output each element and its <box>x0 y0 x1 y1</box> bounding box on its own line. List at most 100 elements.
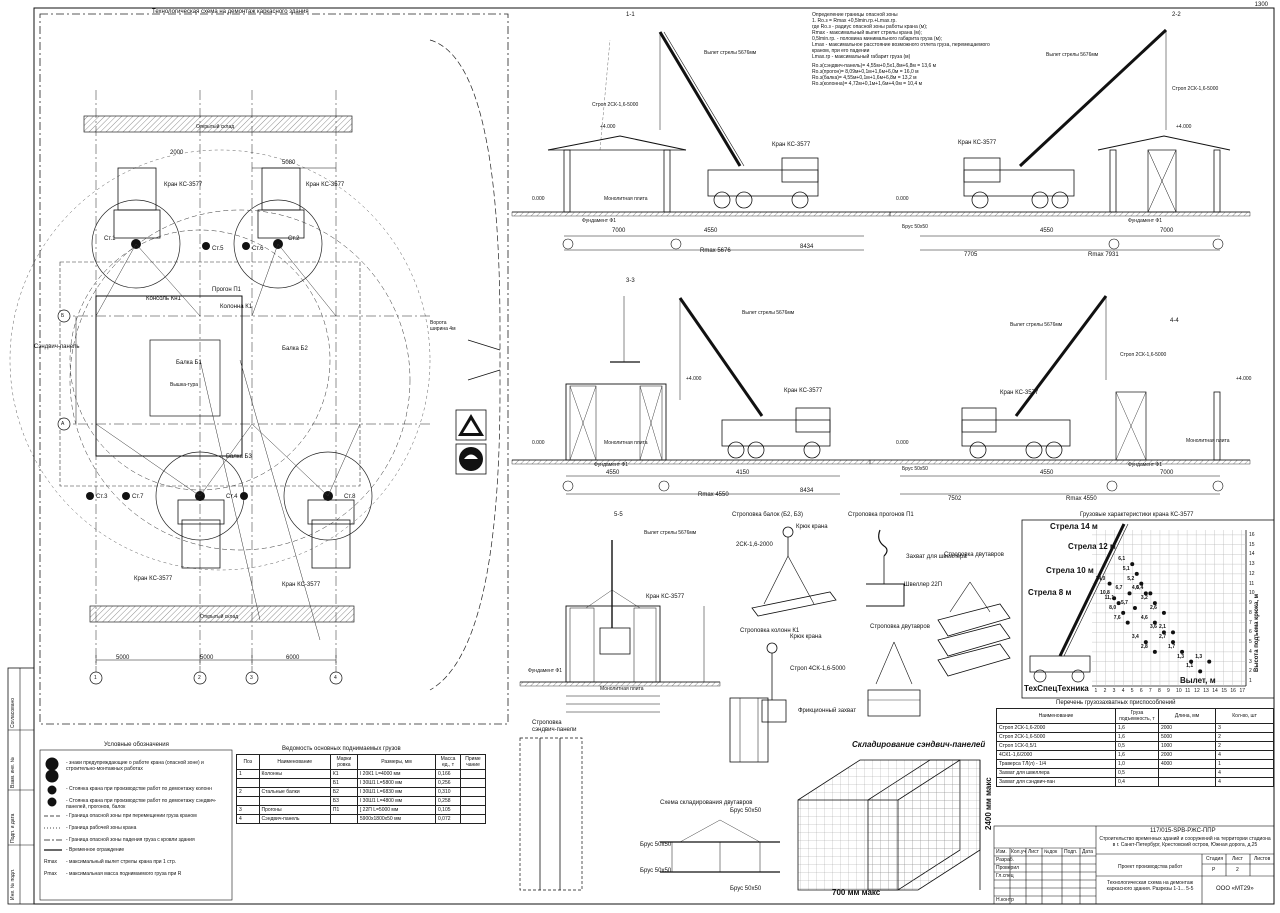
devices-r3c2: 2000 <box>1157 750 1217 760</box>
site-plan <box>9 13 509 725</box>
capacity-label: 11,1 <box>1104 595 1115 602</box>
plan-label-purlin: Прогон П1 <box>212 287 242 293</box>
section-title-4-4: 4-4 <box>1170 318 1179 324</box>
section-5-5 <box>519 540 721 713</box>
devices-r6c1: 0,4 <box>1114 777 1159 787</box>
capacity-point <box>1132 606 1137 610</box>
axis-2: 2 <box>198 675 201 681</box>
loads-r2c4: 0,310 <box>435 787 461 797</box>
hook-label-2: Крюк крана <box>796 524 828 530</box>
tb-col-sheets: Листов <box>1254 856 1271 862</box>
axis-4: 4 <box>334 675 337 681</box>
devices-r3c0: 4СК1-1,6/2000 <box>996 750 1116 760</box>
plan-st6: Ст.6 <box>252 246 264 252</box>
devices-r2c2: 1000 <box>1157 741 1217 751</box>
crane-label-s1: Кран КС-3577 <box>772 142 811 148</box>
loads-r1c3: I 30Ш1 L=5800 мм <box>356 778 437 788</box>
loads-r0c2: К1 <box>329 769 358 779</box>
level-s4: 0.000 <box>896 440 909 446</box>
tb-sheet-desc: Технологическая схема на демонтаж каркас… <box>1106 880 1194 892</box>
rmax-s1: Rmax 5676 <box>700 248 731 254</box>
ytick-label: 11 <box>1249 580 1255 587</box>
loads-h0: Поз <box>236 754 260 770</box>
loads-h1: Наименование <box>258 754 331 770</box>
tb-kol: Кол.уч <box>1011 849 1026 855</box>
xtick-label: 10 <box>1176 688 1182 694</box>
loads-r1c0 <box>236 778 260 788</box>
tb-role-2: Проверил <box>996 865 1020 871</box>
level-s1-top: +4.000 <box>600 124 616 130</box>
storage-title: Складирование сэндвич-панелей <box>852 740 986 749</box>
loads-r5c1: Сэндвич-панель <box>258 814 331 824</box>
stropa-s2: Строп 2СК-1,6-5000 <box>1172 86 1219 92</box>
capacity-label: 5,2 <box>1127 575 1135 582</box>
grip-label: Захват для швеллера <box>906 554 967 560</box>
danger-line-10: Ro.з(балка)= 4,55м+0,1м+1,6м+6,8м = 13,2… <box>812 75 917 81</box>
ytick-label: 4 <box>1249 648 1252 655</box>
tb-ndoc: №док <box>1044 849 1058 855</box>
capacity-point <box>1121 610 1126 615</box>
capacity-point <box>1112 596 1117 601</box>
plan-st2: Ст.2 <box>288 236 300 242</box>
dim-s3-a: 4550 <box>606 470 620 476</box>
plan-label-sandwich: Сэндвич-панель <box>34 344 80 350</box>
tb-stage: Р <box>1212 867 1216 873</box>
section-title-1-1: 1-1 <box>626 12 635 18</box>
friction-label: Фрикционный захват <box>798 708 857 714</box>
load-chart-ylabel: Высота подъема крюка, м <box>1254 593 1260 672</box>
legend-title: Условные обозначения <box>104 742 169 748</box>
level-s2: 0.000 <box>896 196 909 202</box>
ytick-label: 14 <box>1249 551 1255 558</box>
devices-r4c2: 4000 <box>1157 759 1217 769</box>
tb-company: ООО «МТ29» <box>1216 886 1254 892</box>
loads-r3c4: 0,258 <box>435 796 461 806</box>
xtick-label: 11 <box>1185 688 1191 694</box>
devices-r2c3: 2 <box>1215 741 1274 751</box>
found-s4: Фундамент Ф1 <box>1128 462 1163 468</box>
ytick-label: 8 <box>1249 609 1252 616</box>
section-title-3-3: 3-3 <box>626 278 635 284</box>
devices-r6c2 <box>1157 777 1217 787</box>
dim-s1-c: 8434 <box>800 244 814 250</box>
loads-r2c5 <box>460 787 486 797</box>
loads-r0c5 <box>460 769 486 779</box>
xtick-label: 14 <box>1212 688 1218 694</box>
danger-line-11: Ro.з(колонна)= 4,72м+0,1м+1,6м+4,0м = 10… <box>812 81 923 87</box>
brus-label-4: Брус 50х50 <box>730 886 762 892</box>
ytick-label: 10 <box>1249 590 1255 597</box>
capacity-label: 1,3 <box>1195 653 1203 660</box>
danger-line-4: 0,5lmin.гр. - половина минимального габа… <box>812 36 943 42</box>
axis-b: Б <box>61 313 65 319</box>
devices-title: Перечень грузозахватных приспособлений <box>1056 700 1176 706</box>
ytick-label: 12 <box>1249 570 1255 577</box>
load-chart-brand: ТехСпецТехника <box>1024 684 1089 693</box>
danger-line-7: Lmax.гр - максимальный габарит груза (м) <box>812 54 911 60</box>
danger-line-5: Lmax - максимальное расстояние возможног… <box>812 42 990 48</box>
loads-title: Ведомость основных поднимаемых грузов <box>282 746 401 752</box>
danger-line-3: Rmax - максимальный вылет стрелы крана (… <box>812 30 922 36</box>
devices-r1c1: 1,6 <box>1114 732 1159 742</box>
tb-role-3: Гл.спец <box>996 873 1014 879</box>
capacity-label: 6,4 <box>1136 585 1144 592</box>
level-s3: 0.000 <box>532 440 545 446</box>
loads-h3: Размеры, мм <box>356 754 437 770</box>
loads-r0c4: 0,166 <box>435 769 461 779</box>
ytick-label: 15 <box>1249 541 1255 548</box>
legend-item-5: - Граница рабочей зоны крана <box>66 825 137 831</box>
ytick-label: 6 <box>1249 629 1252 636</box>
capacity-point <box>1180 649 1185 654</box>
tb-role-1: Разраб. <box>996 857 1015 863</box>
gate-label: Ворота ширина 4м <box>430 320 456 332</box>
capacity-label: 4,6 <box>1140 614 1148 621</box>
devices-r1c3: 2 <box>1215 732 1274 742</box>
loads-r1c2: Б1 <box>329 778 358 788</box>
capacity-label: 3,2 <box>1140 595 1148 602</box>
channel-label: Швеллер 22П <box>904 582 943 588</box>
plan-stands: Вышка-тура <box>170 382 199 388</box>
capacity-label: 4,0 <box>1131 585 1139 592</box>
fence-label-top: Открытый склад <box>196 124 235 130</box>
